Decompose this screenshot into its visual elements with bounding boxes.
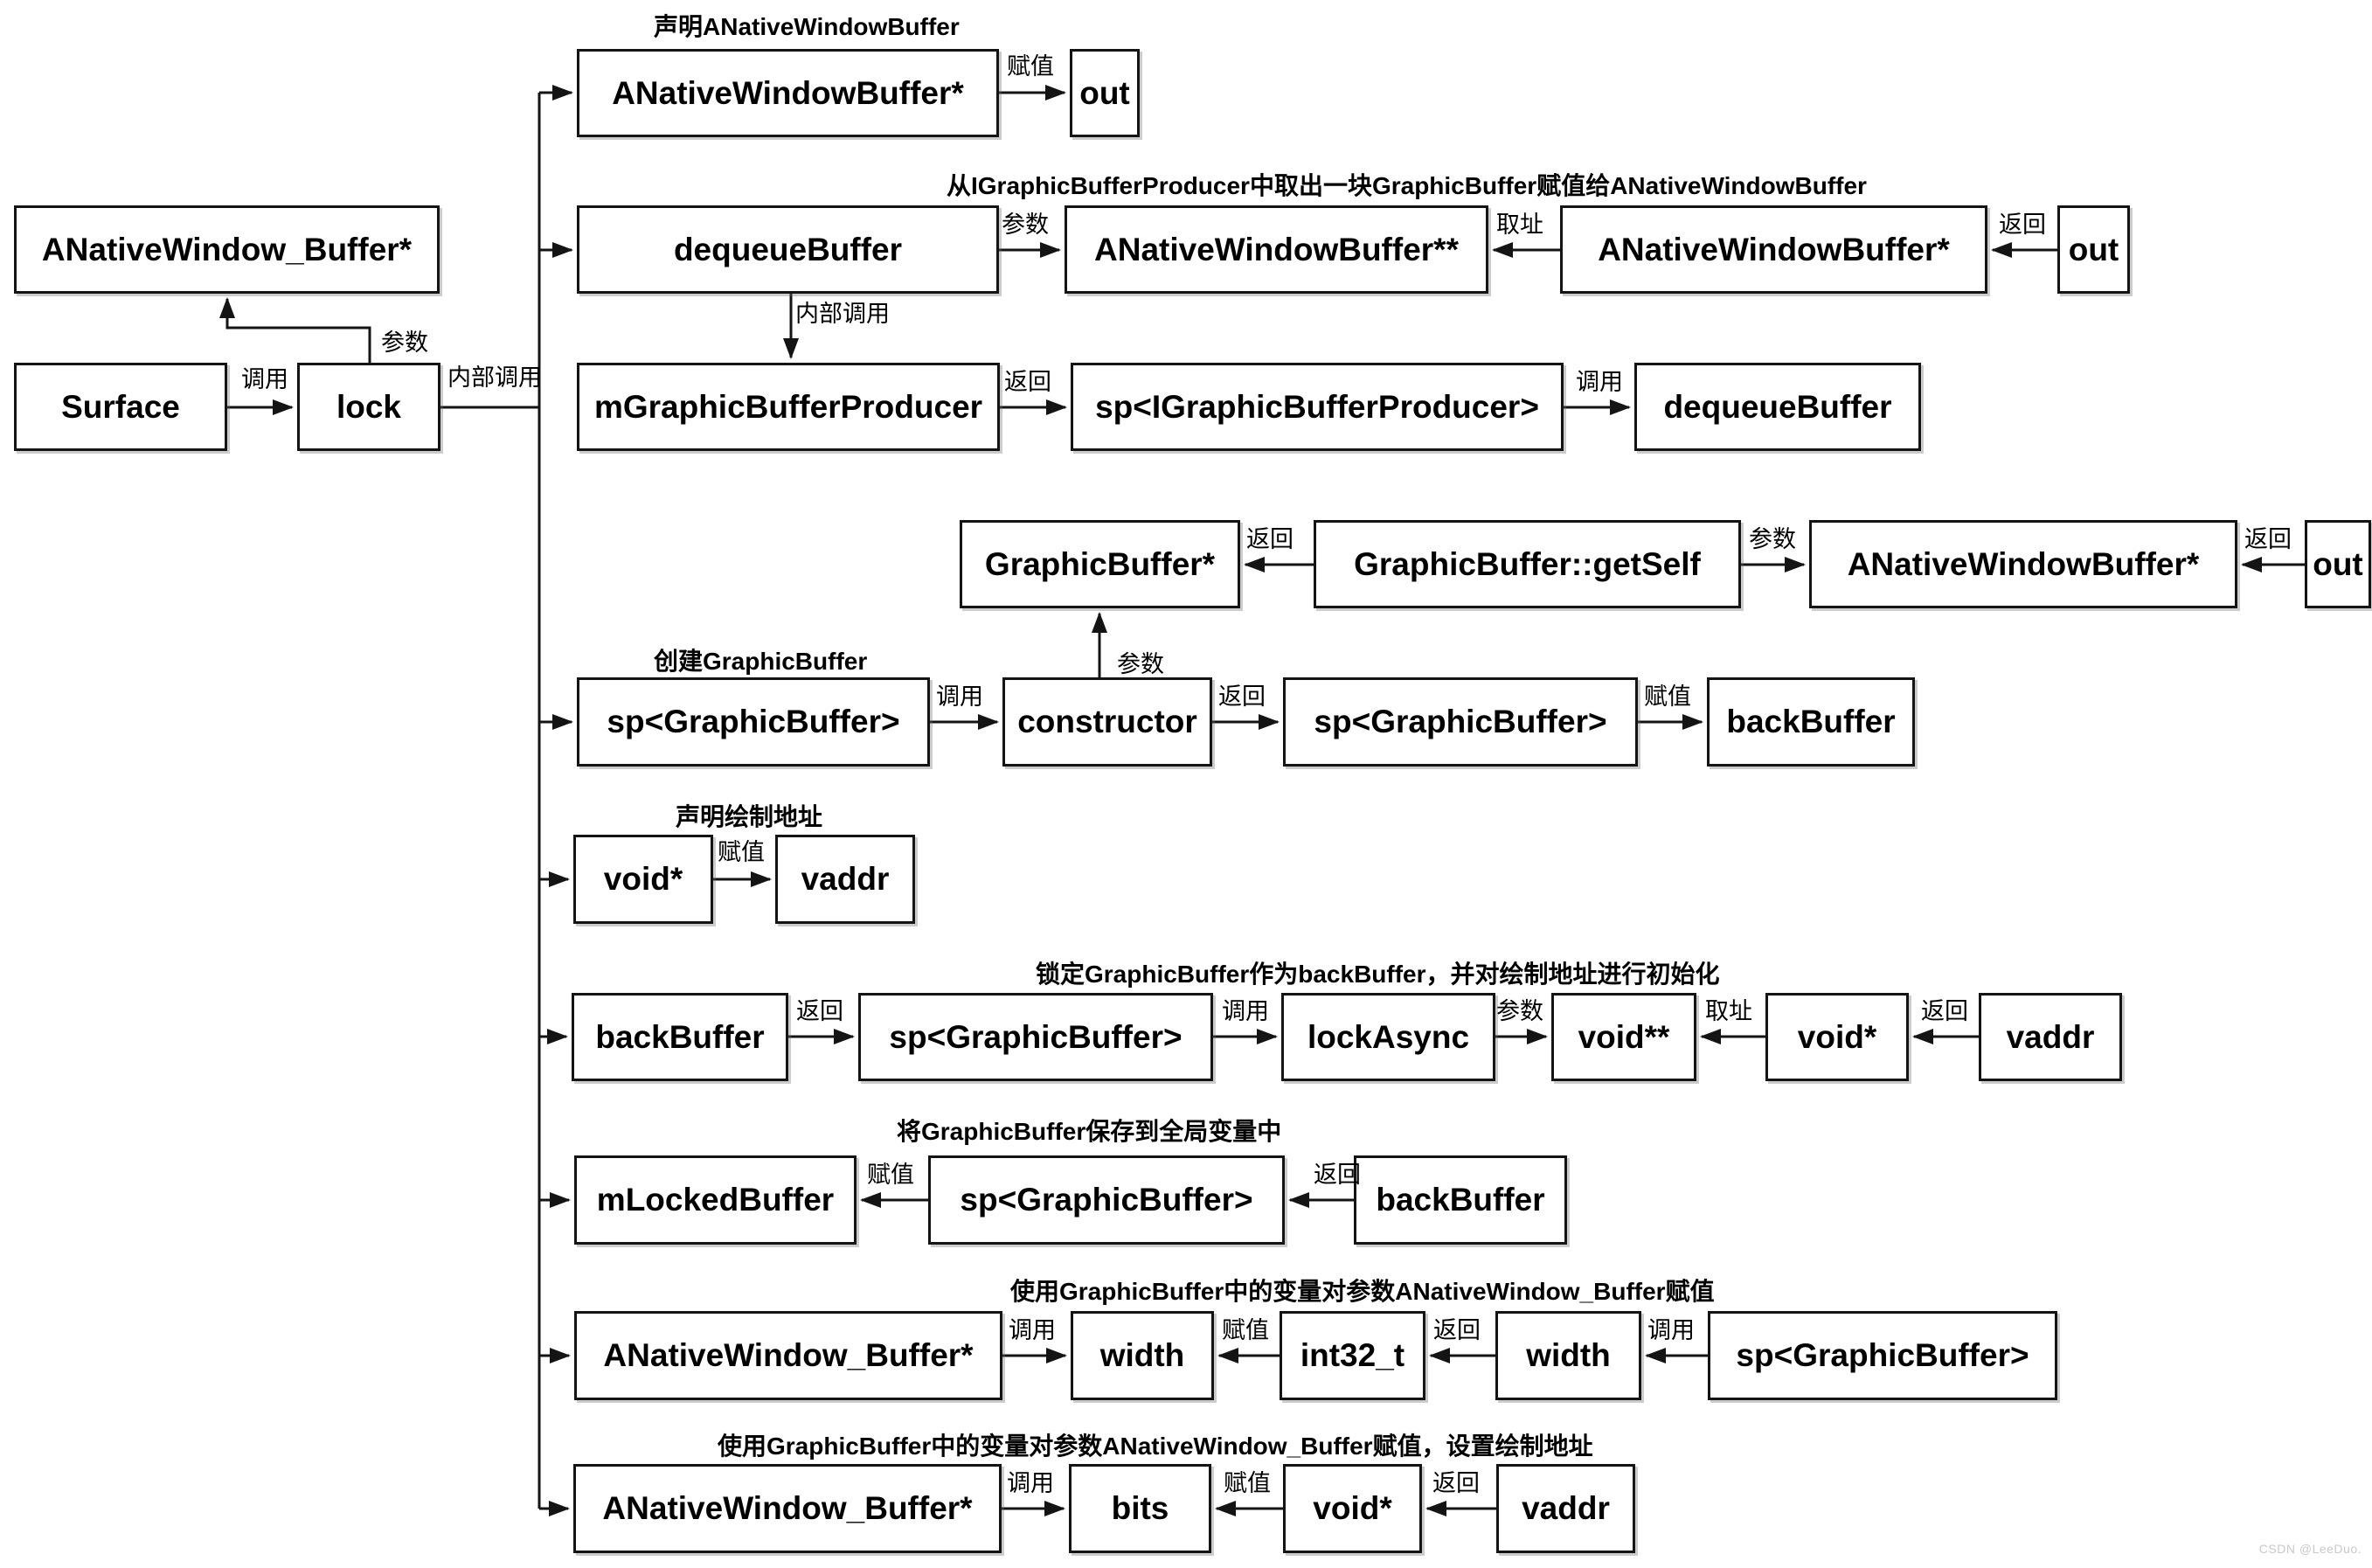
node-lock: lock [297,363,440,451]
node-bits: bits [1069,1464,1211,1553]
node-sp-graphicbuffer-row7: sp<GraphicBuffer> [858,993,1213,1081]
node-width-right: width [1495,1311,1641,1400]
annotation-create-graphicbuffer: 创建GraphicBuffer [654,648,868,675]
node-graphicbuffer-ptr: GraphicBuffer* [960,520,1240,608]
edge-label-return-vaddr-row10: 返回 [1432,1470,1480,1496]
edge-label-assign-row1: 赋值 [1007,53,1054,80]
node-anativewindow-buffer-ptr-row9: ANativeWindow_Buffer* [574,1311,1002,1400]
edge-label-param-row2: 参数 [1002,212,1049,238]
node-sp-graphicbuffer-row8: sp<GraphicBuffer> [928,1155,1285,1245]
node-graphicbuffer-getself: GraphicBuffer::getSelf [1314,520,1741,608]
annotation-lock-graphicbuffer: 锁定GraphicBuffer作为backBuffer，并对绘制地址进行初始化 [1036,961,1720,988]
node-void-ptr-row7: void* [1765,993,1909,1081]
node-backbuffer-row7: backBuffer [572,993,788,1081]
edge-label-return-vaddr-row7: 返回 [1921,998,1968,1024]
annotation-assign-bits: 使用GraphicBuffer中的变量对参数ANativeWindow_Buff… [718,1433,1593,1460]
node-dequeuebuffer: dequeueBuffer [577,205,999,294]
node-constructor: constructor [1002,677,1212,767]
node-sp-graphicbuffer-row9: sp<GraphicBuffer> [1708,1311,2057,1400]
edge-label-addrof-row2: 取址 [1496,212,1543,238]
edge-label-call-constructor: 调用 [936,683,983,710]
trunk-line [440,93,541,1509]
edge-label-return-row7: 返回 [796,998,843,1024]
edge-label-param-lock: 参数 [381,330,428,356]
node-anativewindowbuffer-ptr-declare: ANativeWindowBuffer* [577,49,999,137]
node-void-ptr-row6: void* [573,835,713,924]
node-backbuffer-row5: backBuffer [1707,677,1915,767]
edge-label-addrof-row7: 取址 [1705,998,1752,1024]
node-vaddr-row7: vaddr [1979,993,2122,1081]
node-backbuffer-row8: backBuffer [1354,1155,1567,1245]
node-vaddr-row10: vaddr [1496,1464,1635,1553]
node-anativewindowbuffer-ptr-row4: ANativeWindowBuffer* [1809,520,2237,608]
edge-label-call-surface-lock: 调用 [241,366,288,392]
edge-label-return-out-row4: 返回 [2244,526,2292,552]
edge-label-internal-call-lock: 内部调用 [447,364,542,391]
edge-label-call-bits: 调用 [1007,1470,1054,1496]
node-surface: Surface [14,363,227,451]
annotation-assign-width: 使用GraphicBuffer中的变量对参数ANativeWindow_Buff… [1010,1278,1715,1305]
node-void-ptr-row10: void* [1283,1464,1422,1553]
node-int32: int32_t [1280,1311,1425,1400]
node-dequeuebuffer-producer: dequeueBuffer [1634,363,1921,451]
edge-label-return-width: 返回 [1433,1317,1481,1343]
edge-label-call-sp-width: 调用 [1647,1317,1695,1343]
edge-label-param-lockasync: 参数 [1496,998,1543,1024]
csdn-watermark: CSDN @LeeDuo. [2258,1542,2362,1556]
node-void-ptrptr: void** [1551,993,1696,1081]
edge-label-internal-call-down: 内部调用 [795,301,890,327]
edge-label-param-getself: 参数 [1749,526,1796,552]
node-out-row2: out [2057,205,2130,294]
edge-label-param-constructor-up: 参数 [1117,651,1164,677]
annotation-save-global: 将GraphicBuffer保存到全局变量中 [897,1118,1282,1145]
annotation-declare-draw-address: 声明绘制地址 [676,803,823,830]
edge-label-return-getself: 返回 [1246,526,1294,552]
node-out-row1: out [1070,49,1140,137]
arrow-lock-param-up [219,297,371,363]
edge-label-return-row3: 返回 [1004,369,1051,395]
edge-label-assign-backbuffer: 赋值 [1644,683,1691,710]
annotation-dequeue-graphicbuffer: 从IGraphicBufferProducer中取出一块GraphicBuffe… [947,172,1867,199]
node-mlockedbuffer: mLockedBuffer [574,1155,857,1245]
node-sp-graphicbuffer-row5b: sp<GraphicBuffer> [1283,677,1638,767]
node-vaddr-row6: vaddr [775,835,915,924]
node-anativewindow-buffer-ptr-left: ANativeWindow_Buffer* [14,205,440,294]
node-sp-igraphicbufferproducer: sp<IGraphicBufferProducer> [1071,363,1564,451]
node-width-left: width [1071,1311,1214,1400]
edge-label-call-row3: 调用 [1576,369,1623,395]
node-lockasync: lockAsync [1281,993,1495,1081]
edge-label-assign-vaddr: 赋值 [718,839,765,865]
edge-label-call-lockasync: 调用 [1222,998,1269,1024]
node-anativewindowbuffer-ptr-row2: ANativeWindowBuffer* [1560,205,1987,294]
edge-label-call-width: 调用 [1009,1317,1056,1343]
annotation-declare-anativewindowbuffer: 声明ANativeWindowBuffer [654,13,960,40]
edge-label-return-constructor: 返回 [1218,683,1266,710]
edge-label-assign-mlocked: 赋值 [867,1162,914,1188]
edge-label-return-row8: 返回 [1314,1162,1361,1188]
node-anativewindow-buffer-ptr-row10: ANativeWindow_Buffer* [573,1464,1002,1553]
node-sp-graphicbuffer-row5a: sp<GraphicBuffer> [577,677,930,767]
node-mgraphicbufferproducer: mGraphicBufferProducer [577,363,1000,451]
node-out-row4: out [2305,520,2371,608]
edge-label-assign-width: 赋值 [1222,1317,1269,1343]
edge-label-return-row2: 返回 [1999,212,2046,238]
node-anativewindowbuffer-ptrptr: ANativeWindowBuffer** [1065,205,1488,294]
edge-label-assign-bits: 赋值 [1224,1470,1271,1496]
